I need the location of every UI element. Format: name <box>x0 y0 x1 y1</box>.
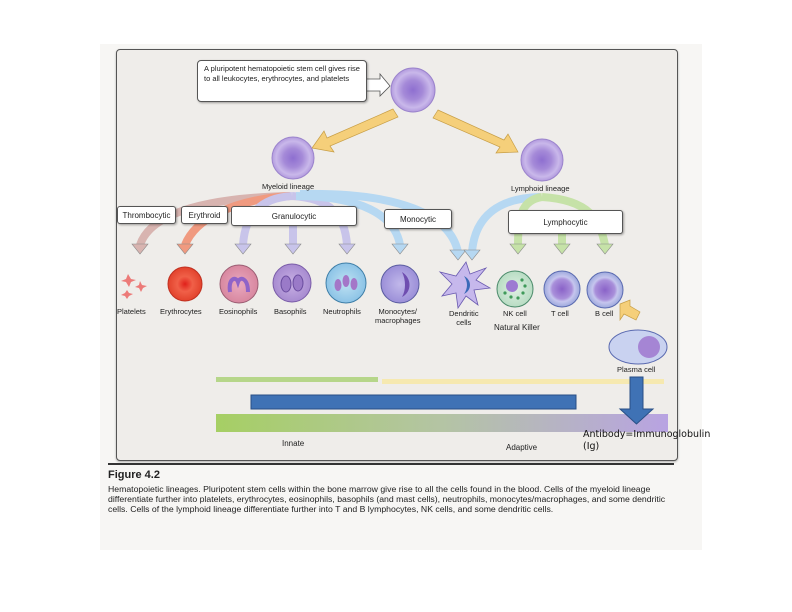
cell-label-b-cell: B cell <box>595 309 614 318</box>
caption-divider <box>108 463 674 465</box>
monocyte-icon <box>380 264 420 304</box>
myeloid-dendritic-arc <box>299 189 462 254</box>
thrombocytic-box: Thrombocytic <box>117 206 176 224</box>
figure-title: Figure 4.2 <box>108 469 160 481</box>
dendritic-cell-icon <box>438 261 492 310</box>
lineage-arrowheads <box>131 243 614 261</box>
figure-caption: Hematopoietic lineages. Pluripotent stem… <box>108 484 666 515</box>
arrow-to-myeloid-icon <box>311 108 399 153</box>
lymphoid-progenitor-icon <box>520 138 564 182</box>
arrowhead-icon <box>338 243 356 255</box>
adaptive-bar-thin <box>382 379 664 384</box>
erythroid-box: Erythroid <box>181 206 228 224</box>
callout-pointer-icon <box>364 72 391 97</box>
arrowhead-icon <box>176 243 194 255</box>
neutrophil-icon <box>325 262 367 304</box>
arrowhead-icon <box>234 243 252 255</box>
antibody-annotation-line2: (Ig) <box>583 440 600 452</box>
lymphocytic-box: Lymphocytic <box>508 210 623 234</box>
arrowhead-icon <box>131 243 149 255</box>
innate-bar-thin <box>216 377 378 382</box>
cell-label-plasma: Plasma cell <box>617 365 656 374</box>
arrowhead-icon <box>463 249 481 261</box>
t-cell-icon <box>543 270 581 308</box>
cell-label-basophils: Basophils <box>274 307 307 316</box>
arrowhead-icon <box>509 243 527 255</box>
nk-annotation: Natural Killer <box>494 323 540 332</box>
arrowhead-icon <box>284 243 302 255</box>
nk-cell-icon <box>496 270 534 308</box>
cell-label-monocytes: Monocytes/ macrophages <box>375 307 421 325</box>
cell-label-t-cell: T cell <box>551 309 569 318</box>
lymphoid-dendritic-arc <box>468 193 541 253</box>
myeloid-lineage-label: Myeloid lineage <box>262 182 315 191</box>
cell-label-nk: NK cell <box>503 309 527 318</box>
cell-label-platelets: Platelets <box>117 307 146 316</box>
adaptive-label: Adaptive <box>506 443 538 452</box>
arrowhead-icon <box>553 243 571 255</box>
lymphoid-lineage-label: Lymphoid lineage <box>511 184 570 193</box>
b-cell-icon <box>586 271 624 309</box>
platelets-icon <box>121 274 147 299</box>
innate-adaptive-gradient-bar <box>216 414 668 432</box>
erythrocyte-icon <box>167 266 203 302</box>
granulocytic-box: Granulocytic <box>231 206 357 226</box>
eosinophil-icon <box>219 264 259 304</box>
antibody-annotation-line1: Antibody=Immunoglobulin <box>583 429 711 440</box>
b-to-plasma-arrow-icon <box>619 299 641 322</box>
arrowhead-icon <box>391 243 409 255</box>
monocytic-box: Monocytic <box>384 209 452 229</box>
innate-label: Innate <box>282 439 305 448</box>
arrow-to-lymphoid-icon <box>432 109 519 154</box>
cell-label-eosinophils: Eosinophils <box>219 307 258 316</box>
blue-overlay-box <box>250 394 577 410</box>
arrowhead-icon <box>596 243 614 255</box>
stem-cell-callout: A pluripotent hematopoietic stem cell gi… <box>197 60 367 102</box>
antibody-annotation: Antibody=Immunoglobulin (Ig) <box>583 429 710 453</box>
arrowhead-icon <box>449 249 467 261</box>
cell-label-erythrocytes: Erythrocytes <box>160 307 202 316</box>
plasma-cell-icon <box>608 329 668 365</box>
myeloid-progenitor-icon <box>271 136 315 180</box>
stem-cell-icon <box>390 67 436 113</box>
cell-label-neutrophils: Neutrophils <box>323 307 361 316</box>
cell-label-dendritic: Dendritic cells <box>449 309 479 327</box>
basophil-icon <box>272 263 312 303</box>
down-arrow-icon <box>618 376 655 425</box>
